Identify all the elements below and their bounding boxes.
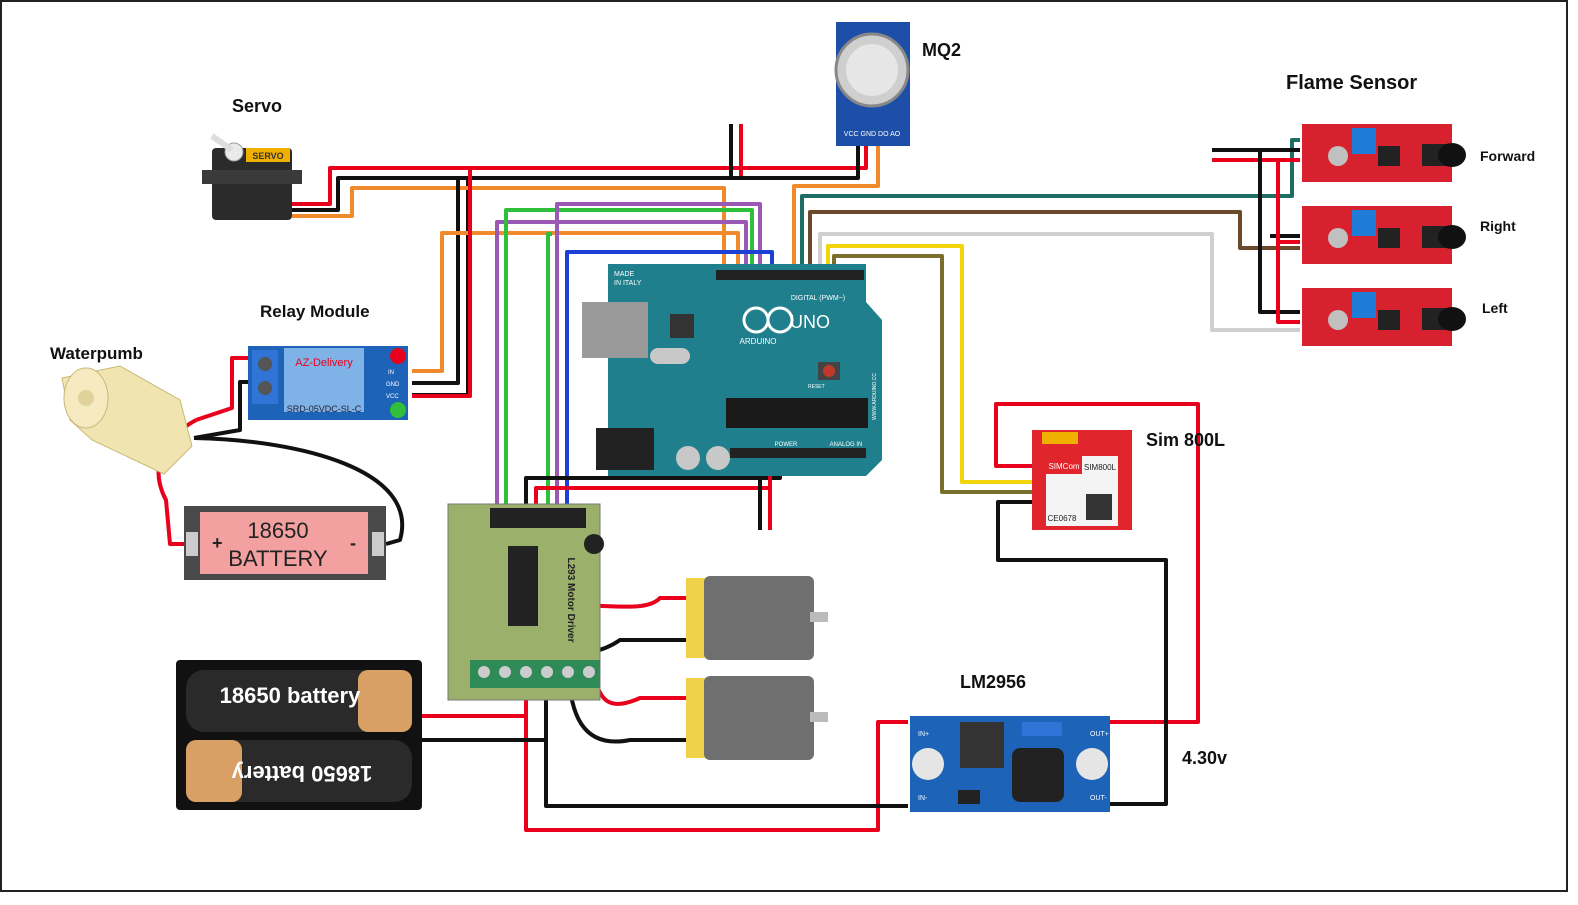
wire-flame-left	[818, 232, 1300, 332]
label-sim800l: Sim 800L	[1146, 430, 1226, 450]
svg-text:OUT-: OUT-	[1090, 795, 1107, 802]
svg-text:POWER: POWER	[775, 442, 798, 448]
wire-relay-gnd	[412, 178, 460, 385]
wire-arduino-5v-l293	[534, 470, 772, 510]
svg-text:IN+: IN+	[918, 731, 929, 738]
svg-text:IN: IN	[388, 370, 394, 376]
label-flame-sensor: Flame Sensor	[1286, 72, 1418, 94]
svg-text:CE0678: CE0678	[1048, 514, 1077, 523]
wire-l293-in4	[565, 250, 774, 510]
wire-relay-in	[412, 231, 740, 373]
label-relay-module: Relay Module	[260, 302, 370, 321]
sim800l-module: SIMCom SIM800L CE0678	[1032, 430, 1132, 530]
svg-text:WWW.ARDUINO.CC: WWW.ARDUINO.CC	[872, 373, 878, 420]
wire-mq2-gnd	[468, 142, 860, 180]
wire-pack-neg	[420, 738, 908, 808]
wire-sim-rx	[826, 244, 1034, 484]
svg-text:VCC: VCC	[386, 394, 399, 400]
wire-l293-in2	[504, 208, 754, 510]
wire-flame-forward	[800, 138, 1300, 272]
servo-sticker-text: SERVO	[252, 151, 283, 161]
lm2956-module: IN+ IN- OUT+ OUT-	[910, 716, 1110, 812]
wire-sim-gnd	[996, 500, 1168, 806]
dc-motor-1	[686, 576, 828, 660]
relay-module: AZ-Delivery SRD-05VDC-SL-C IN GND VCC	[248, 346, 408, 420]
label-right: Right	[1480, 218, 1516, 234]
svg-text:SIM800L: SIM800L	[1084, 463, 1117, 472]
l293-motor-driver: L293 Motor Driver	[447, 503, 604, 701]
label-forward: Forward	[1480, 148, 1536, 164]
svg-text:GND: GND	[386, 382, 400, 388]
water-pump	[61, 365, 193, 475]
wire-pump-relay	[195, 356, 248, 422]
arduino-name-text: ARDUINO	[740, 337, 777, 346]
label-waterpump: Waterpumb	[50, 344, 143, 363]
label-servo: Servo	[232, 96, 283, 116]
battery-pack: 18650 battery 18650 battery	[176, 660, 422, 810]
battery-plus: +	[212, 533, 223, 553]
mq2-sensor: VCC GND DO AO	[834, 22, 910, 146]
wire-l293-in1	[495, 220, 748, 510]
arduino-uno: MADE IN ITALY ARDUINO UNO DIGITAL (PWM~)…	[582, 264, 882, 476]
svg-text:MADE: MADE	[614, 271, 635, 278]
label-left: Left	[1482, 300, 1508, 316]
wire-servo-vcc	[292, 142, 868, 206]
wires	[156, 124, 1300, 832]
label-voltage: 4.30v	[1182, 748, 1228, 768]
svg-text:DIGITAL (PWM~): DIGITAL (PWM~)	[791, 295, 845, 302]
svg-text:RESET: RESET	[808, 384, 825, 390]
flame-sensor-left	[1302, 288, 1466, 346]
diagram-border	[0, 0, 1568, 892]
arduino-uno-text: UNO	[790, 312, 830, 332]
battery-single: 18650 BATTERY + -	[184, 506, 386, 580]
flame-sensor-right	[1302, 206, 1466, 264]
flame-sensor-forward	[1302, 124, 1466, 182]
svg-text:SIMCom: SIMCom	[1048, 462, 1079, 471]
battery-label-line2: BATTERY	[228, 546, 328, 571]
l293-label: L293 Motor Driver	[565, 557, 576, 642]
wire-l293-in3	[555, 202, 762, 510]
svg-text:ANALOG IN: ANALOG IN	[830, 442, 863, 448]
label-mq2: MQ2	[922, 40, 962, 60]
wire-sim-tx	[832, 254, 1034, 494]
wire-pack-pos	[420, 714, 908, 832]
battery-pack-bottom-label: 18650 battery	[231, 761, 372, 786]
relay-model-text: SRD-05VDC-SL-C	[287, 404, 362, 414]
wire-mq2-do	[792, 140, 880, 272]
dc-motor-2	[686, 676, 828, 760]
relay-brand-text: AZ-Delivery	[295, 357, 353, 369]
wire-battery-neg	[193, 436, 405, 546]
battery-pack-top-label: 18650 battery	[220, 683, 361, 708]
wire-sim-vcc	[994, 402, 1200, 724]
battery-label-line1: 18650	[247, 518, 308, 543]
battery-minus: -	[350, 533, 356, 553]
label-lm2956: LM2956	[960, 672, 1027, 692]
wire-relay-vcc	[412, 168, 472, 398]
svg-text:IN-: IN-	[918, 795, 928, 802]
servo: SERVO	[202, 133, 302, 220]
mq2-pin-labels: VCC GND DO AO	[844, 131, 901, 138]
svg-text:IN ITALY: IN ITALY	[614, 280, 642, 287]
svg-text:OUT+: OUT+	[1090, 731, 1109, 738]
wire-servo-signal	[292, 186, 726, 272]
